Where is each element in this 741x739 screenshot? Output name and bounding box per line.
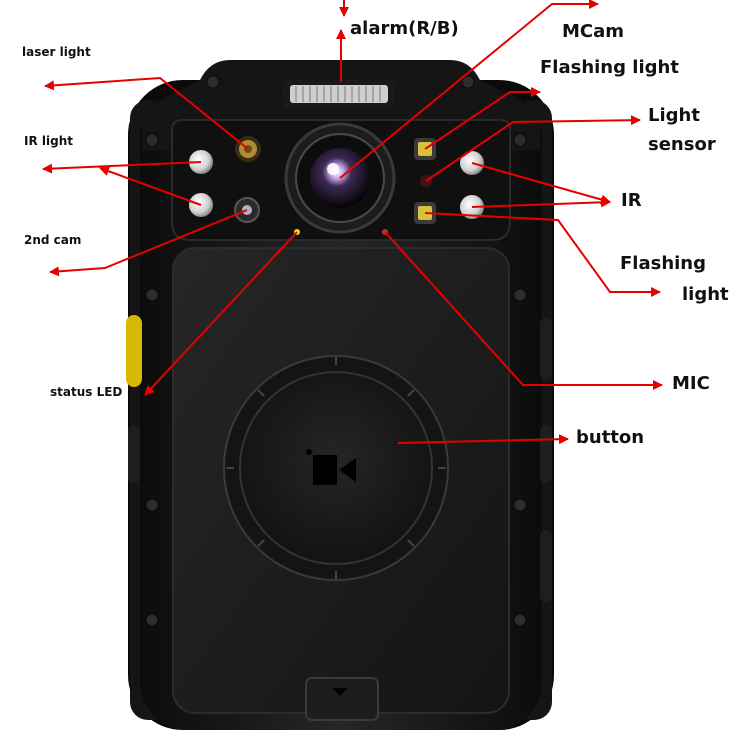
label-button: button bbox=[576, 429, 644, 447]
label-status-led: status LED bbox=[50, 386, 122, 398]
label-mcam: MCam bbox=[562, 23, 624, 41]
bottom-latch bbox=[306, 678, 378, 720]
label-flashing-light-top: Flashing light bbox=[540, 59, 679, 77]
label-light-sensor-line1: Light bbox=[648, 107, 700, 125]
label-ir-light: IR light bbox=[24, 135, 73, 147]
label-light-sensor-line2: sensor bbox=[648, 136, 716, 154]
label-alarm: alarm(R/B) bbox=[350, 20, 459, 38]
label-flashing-light-side-line2: light bbox=[682, 286, 729, 304]
label-mic: MIC bbox=[672, 375, 710, 393]
alarm-light-bar bbox=[283, 80, 395, 108]
label-flashing-light-side-line1: Flashing bbox=[620, 255, 706, 273]
side-buttons-right bbox=[540, 318, 552, 602]
record-button[interactable] bbox=[224, 356, 448, 580]
label-second-cam: 2nd cam bbox=[24, 234, 81, 246]
label-laser-light: laser light bbox=[22, 46, 91, 58]
label-ir: IR bbox=[621, 192, 642, 210]
